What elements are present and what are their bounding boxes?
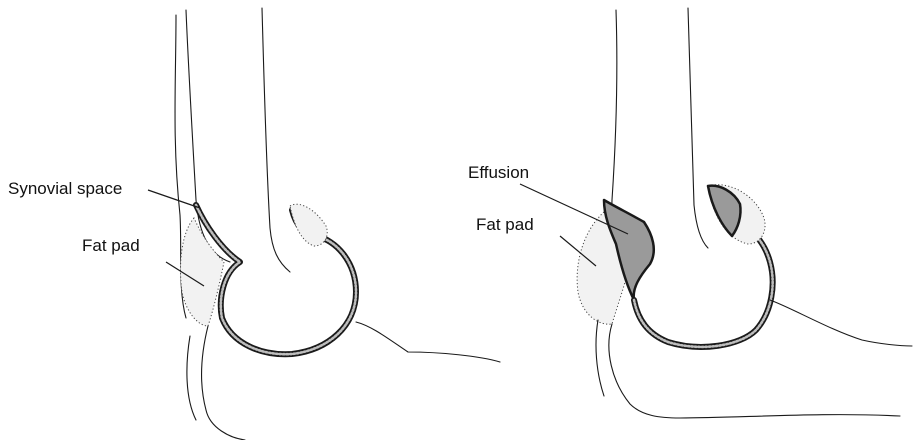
fat-pad-label-left: Fat pad [82,236,140,255]
effusion-label: Effusion [468,163,529,182]
normal-elbow-panel: Synovial space Fat pad [8,8,500,440]
radius-outline-left [356,322,500,362]
effusion-elbow-panel: Effusion Fat pad [468,8,912,418]
radius-outline-right [770,300,912,346]
fat-pad-left [181,218,225,326]
forearm-outline-right [596,320,604,396]
synovial-space-label: Synovial space [8,179,122,198]
forearm-outline-left [187,336,196,420]
fat-pad-label-right: Fat pad [476,215,534,234]
synovial-space-leader [148,190,200,208]
